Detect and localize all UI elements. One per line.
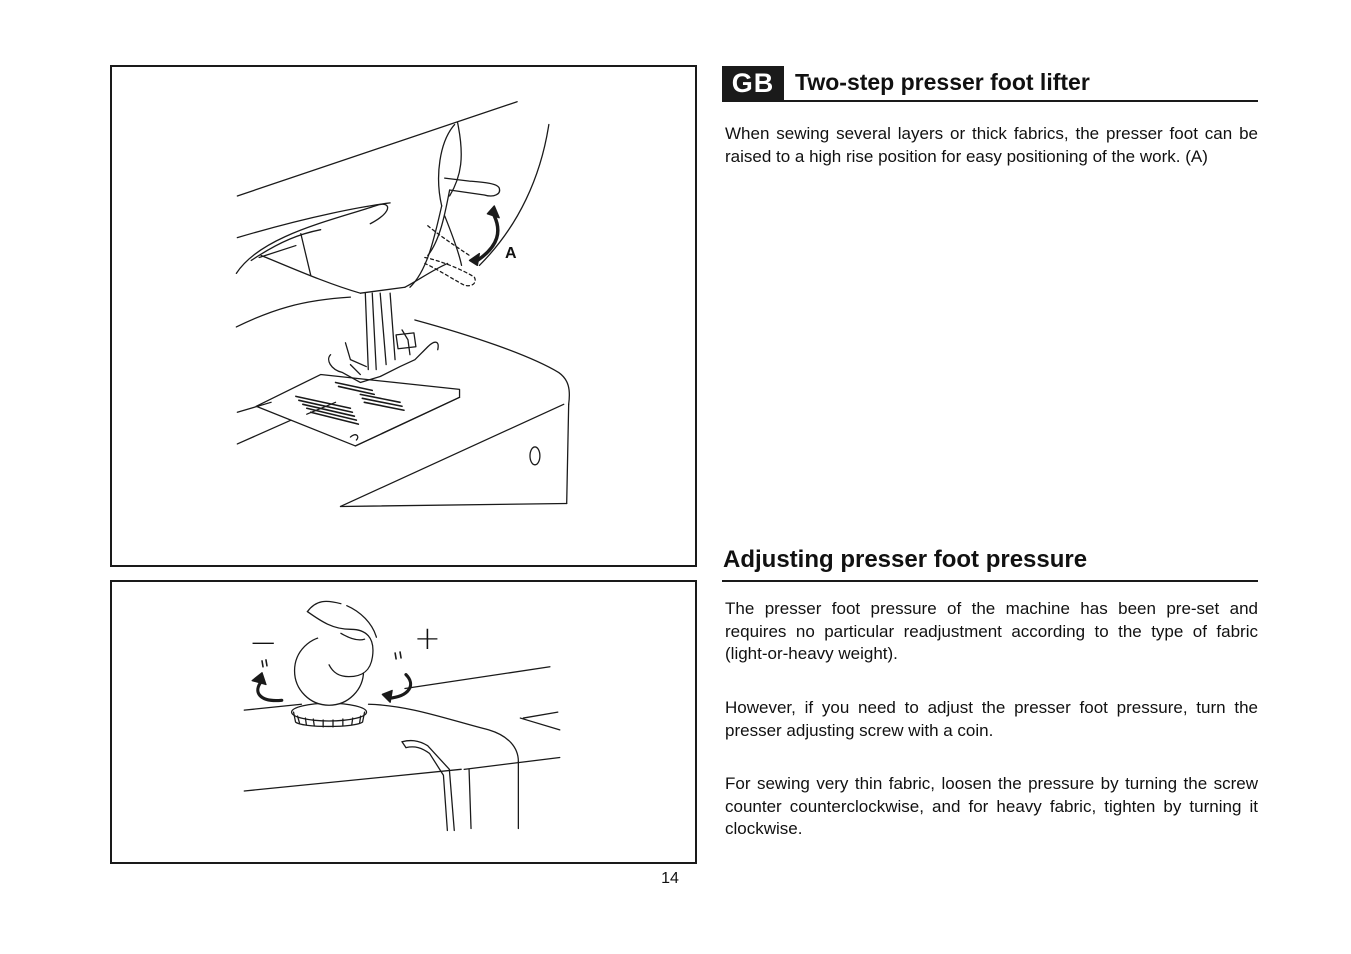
pressure-plus-label: + — [414, 619, 441, 657]
pressure-section-header: Adjusting presser foot pressure — [722, 544, 1258, 582]
pressure-paragraph-3: For sewing very thin fabric, loosen the … — [725, 774, 1258, 839]
page-number: 14 — [661, 870, 679, 887]
pressure-minus-label: − — [249, 623, 278, 663]
sewing-machine-lifter-drawing — [235, 101, 570, 508]
pressure-dial-drawing — [243, 600, 561, 832]
lifter-illustration: A — [110, 65, 697, 567]
pressure-paragraph-1: The presser foot pressure of the machine… — [725, 599, 1258, 664]
lifter-section-title: Two-step presser foot lifter — [795, 69, 1090, 95]
lifter-label-a: A — [505, 245, 517, 262]
lifter-section-header: GB Two-step presser foot lifter — [722, 66, 1258, 102]
pressure-illustration: − + — [110, 580, 697, 864]
pressure-paragraph-2: However, if you need to adjust the press… — [725, 698, 1258, 740]
language-badge: GB — [722, 66, 784, 100]
lifter-paragraph: When sewing several layers or thick fabr… — [725, 124, 1258, 166]
pressure-section-title: Adjusting presser foot pressure — [723, 546, 1088, 573]
